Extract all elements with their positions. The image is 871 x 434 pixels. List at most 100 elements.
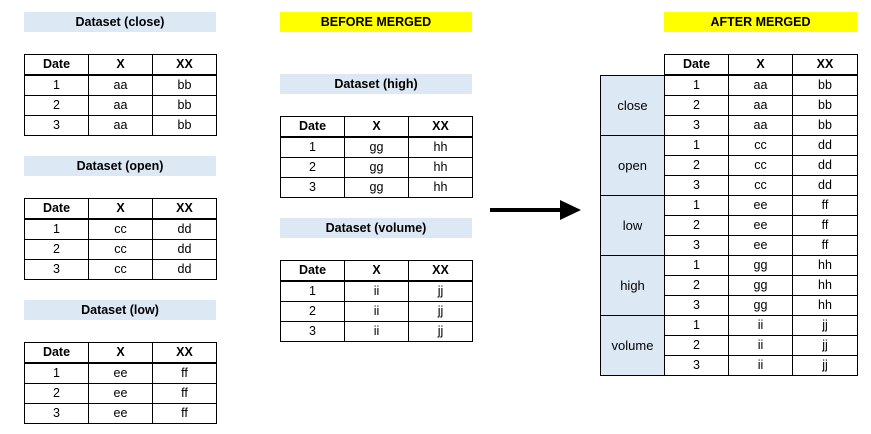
cell-x: ii [344, 321, 409, 342]
table-header-row: Date X XX [601, 54, 858, 76]
header-xx: XX [152, 54, 217, 76]
dataset-volume-title: Dataset (volume) [280, 218, 472, 238]
table-row: low 1 ee ff [600, 195, 858, 256]
cell-xx: bb [152, 95, 217, 116]
table-row: 3 gg hh [601, 295, 858, 316]
cell-xx: ff [152, 403, 217, 424]
cell-x: ee [88, 362, 153, 384]
cell-date: 2 [664, 335, 729, 356]
dataset-low-title: Dataset (low) [24, 300, 216, 320]
after-merged-title: AFTER MERGED [664, 12, 857, 32]
cell-date: 1 [664, 255, 729, 276]
cell-x: cc [728, 155, 793, 176]
table-row: 3 cc dd [601, 175, 858, 196]
cell-date: 2 [664, 155, 729, 176]
cell-x: aa [728, 74, 793, 96]
table-row: close 1 aa bb [600, 74, 858, 136]
header-x: X [344, 116, 409, 138]
cell-xx: hh [408, 177, 473, 198]
header-xx: XX [408, 116, 473, 138]
table-row: 3 ee ff [24, 403, 217, 424]
cell-x: ee [88, 383, 153, 404]
cell-xx: dd [792, 135, 858, 156]
cell-x: gg [728, 295, 793, 316]
table-row: 3 ii jj [601, 355, 858, 376]
table-header-row: Date X XX [24, 342, 217, 364]
cell-xx: bb [792, 74, 858, 96]
table-header-row: Date X XX [280, 260, 473, 282]
table-row: 3 cc dd [24, 259, 217, 280]
header-x: X [344, 260, 409, 282]
cell-x: ii [344, 280, 409, 302]
table-row: 2 gg hh [601, 275, 858, 296]
cell-x: cc [88, 259, 153, 280]
cell-date: 3 [664, 295, 729, 316]
cell-x: aa [88, 115, 153, 136]
cell-x: ee [728, 215, 793, 236]
table-row: high 1 gg hh [600, 255, 858, 316]
table-row: 2 cc dd [24, 239, 217, 260]
table-row: 3 ii jj [280, 321, 473, 342]
header-date: Date [24, 342, 89, 364]
table-header-row: Date X XX [24, 198, 217, 220]
cell-xx: bb [792, 115, 858, 136]
before-merged-title: BEFORE MERGED [280, 12, 472, 32]
cell-date: 1 [280, 280, 345, 302]
cell-date: 1 [664, 195, 729, 216]
header-date: Date [664, 54, 729, 76]
cell-date: 1 [664, 74, 729, 96]
cell-x: ee [728, 195, 793, 216]
cell-date: 3 [280, 321, 345, 342]
group-label-close: close [600, 74, 665, 136]
header-x: X [88, 342, 153, 364]
cell-xx: jj [792, 315, 858, 336]
table-row: 1 aa bb [24, 74, 217, 96]
cell-date: 3 [24, 403, 89, 424]
table-row: 2 ii jj [601, 335, 858, 356]
header-date: Date [280, 260, 345, 282]
header-x: X [728, 54, 793, 76]
group-label-open: open [600, 135, 665, 196]
header-xx: XX [152, 198, 217, 220]
cell-x: gg [344, 136, 409, 158]
group-label-high: high [600, 255, 665, 316]
cell-xx: ff [792, 235, 858, 256]
cell-x: gg [344, 157, 409, 178]
cell-date: 2 [664, 275, 729, 296]
cell-date: 3 [280, 177, 345, 198]
cell-xx: hh [408, 157, 473, 178]
cell-x: cc [728, 135, 793, 156]
dataset-high-title: Dataset (high) [280, 74, 472, 94]
cell-x: gg [728, 275, 793, 296]
table-row: 3 aa bb [24, 115, 217, 136]
table-header-row: Date X XX [24, 54, 217, 76]
cell-date: 2 [664, 95, 729, 116]
table-row: 3 ee ff [601, 235, 858, 256]
cell-x: gg [728, 255, 793, 276]
cell-xx: jj [408, 280, 473, 302]
cell-xx: dd [152, 218, 217, 240]
header-date: Date [24, 198, 89, 220]
cell-date: 3 [24, 115, 89, 136]
cell-xx: dd [152, 259, 217, 280]
cell-date: 3 [664, 355, 729, 376]
cell-x: cc [728, 175, 793, 196]
table-row: open 1 cc dd [600, 135, 858, 196]
cell-xx: ff [792, 195, 858, 216]
table-row: 3 aa bb [601, 115, 858, 136]
header-xx: XX [792, 54, 858, 76]
cell-x: cc [88, 239, 153, 260]
cell-date: 2 [664, 215, 729, 236]
cell-xx: dd [792, 155, 858, 176]
table-row: 1 gg hh [280, 136, 473, 158]
group-label-volume: volume [600, 315, 665, 376]
cell-xx: ff [152, 383, 217, 404]
header-x: X [88, 198, 153, 220]
cell-date: 2 [24, 95, 89, 116]
cell-xx: ff [792, 215, 858, 236]
group-label-low: low [600, 195, 665, 256]
cell-date: 1 [664, 315, 729, 336]
cell-x: aa [728, 115, 793, 136]
merged-table: Date X XX close 1 aa bb 2 aa bb 3 aa bb … [600, 54, 858, 376]
dataset-close-title: Dataset (close) [24, 12, 216, 32]
